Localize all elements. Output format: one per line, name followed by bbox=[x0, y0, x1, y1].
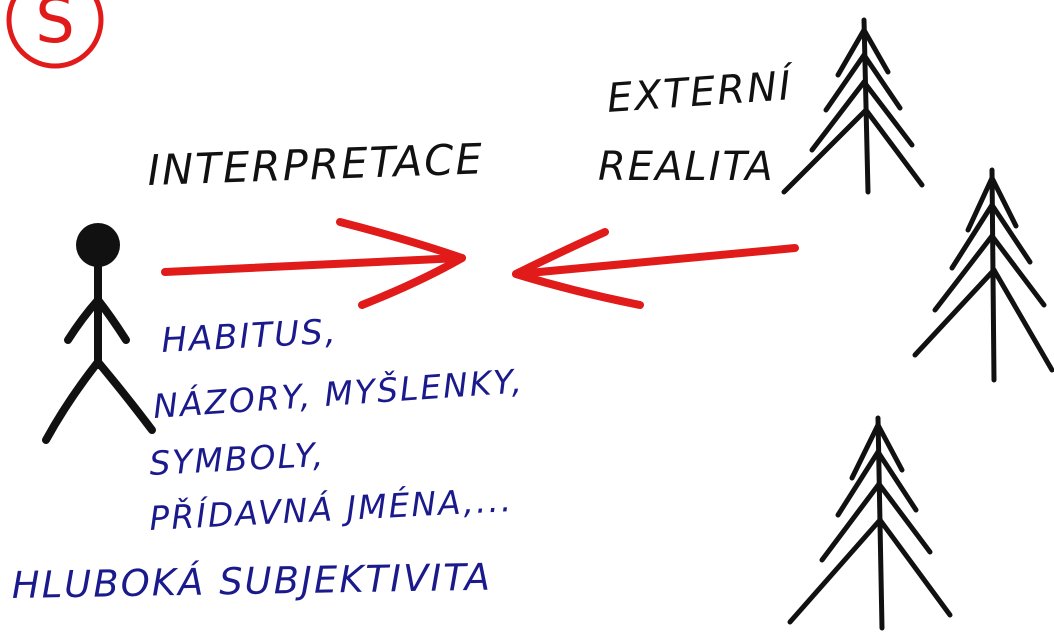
tree-icon-3 bbox=[787, 415, 953, 631]
interpretation-arrow bbox=[161, 218, 466, 309]
external-label-line1: EXTERNÍ bbox=[605, 61, 796, 122]
influence-item: HLUBOKÁ SUBJEKTIVITA bbox=[11, 555, 492, 607]
badge-letter: S bbox=[35, 0, 74, 57]
circled-letter-icon: S bbox=[6, 0, 104, 69]
stick-figure-icon bbox=[42, 223, 156, 444]
interpretation-label: INTERPRETACE bbox=[147, 134, 485, 195]
tree-icon-1 bbox=[781, 17, 925, 195]
influences-list: HABITUS, NÁZORY, MYŠLENKY, SYMBOLY, PŘÍD… bbox=[11, 312, 524, 607]
reality-arrow bbox=[512, 228, 799, 309]
tree-icon-2 bbox=[912, 167, 1054, 383]
influence-item: NÁZORY, MYŠLENKY, bbox=[152, 360, 525, 426]
external-label-line2: REALITA bbox=[598, 144, 775, 190]
influence-item: PŘÍDAVNÁ JMÉNA,... bbox=[148, 479, 514, 538]
influence-item: SYMBOLY, bbox=[148, 435, 326, 483]
influence-item: HABITUS, bbox=[160, 312, 338, 361]
